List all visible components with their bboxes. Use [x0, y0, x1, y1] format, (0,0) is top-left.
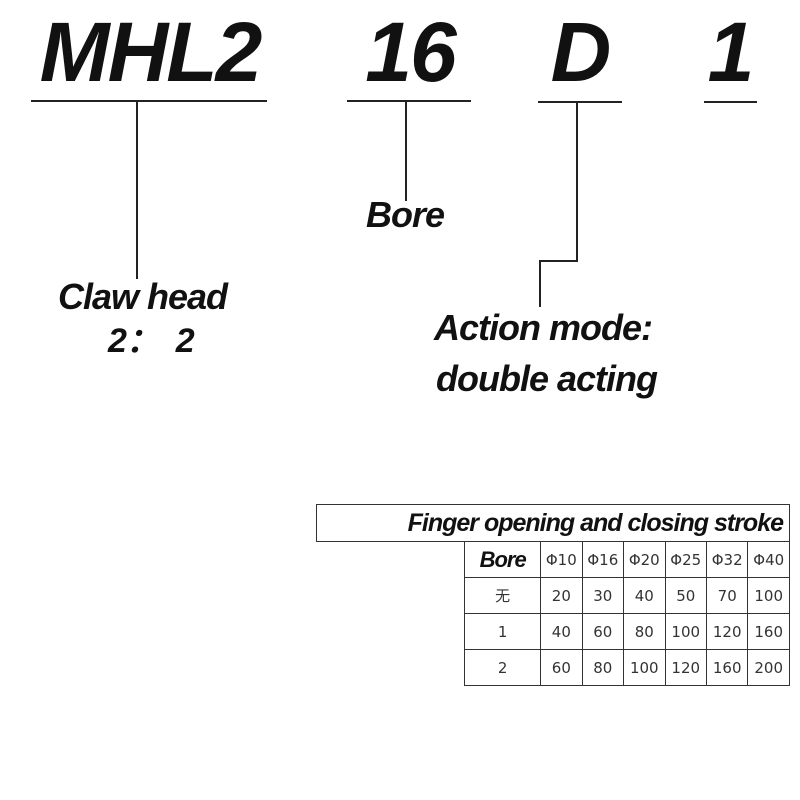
stroke-table: Finger opening and closing stroke Bore Φ…	[316, 504, 790, 686]
table-row: 无 20 30 40 50 70 100	[317, 577, 790, 614]
claw-head-value: 2： 2	[108, 322, 195, 360]
stroke-underline	[704, 101, 757, 103]
action-underline	[538, 101, 622, 103]
table-row: 1 40 60 80 100 120 160	[317, 613, 790, 650]
table-cell: 20	[540, 577, 583, 614]
code-bore: 16	[365, 5, 456, 99]
code-action: D	[550, 5, 612, 99]
action-mode-value: double acting	[436, 358, 658, 399]
table-row-label: 2	[464, 649, 542, 686]
table-cell: 30	[581, 577, 625, 614]
table-cell: 80	[623, 613, 666, 650]
stroke-table-title: Finger opening and closing stroke	[316, 504, 790, 542]
code-stroke: 1	[707, 5, 755, 99]
table-cell: 80	[581, 649, 625, 686]
table-col-header: Φ32	[705, 541, 749, 578]
table-cell: 40	[540, 613, 583, 650]
action-leader-horizontal	[539, 260, 578, 262]
table-cell: 100	[623, 649, 666, 686]
table-cell: 70	[705, 577, 749, 614]
table-cell: 200	[747, 649, 790, 686]
table-spacer	[317, 614, 465, 650]
table-cell: 100	[747, 577, 790, 614]
table-spacer	[317, 650, 465, 686]
table-row-label: 无	[464, 577, 542, 614]
table-row-label: 1	[464, 613, 542, 650]
table-cell: 120	[664, 649, 707, 686]
table-spacer	[317, 578, 465, 614]
table-col-header: Φ20	[623, 541, 666, 578]
table-col-header: Φ40	[747, 541, 790, 578]
table-col-header: Φ25	[664, 541, 707, 578]
table-cell: 100	[664, 613, 707, 650]
table-cell: 40	[623, 577, 666, 614]
action-leader-lower	[539, 260, 541, 307]
table-spacer	[317, 542, 465, 578]
table-cell: 60	[540, 649, 583, 686]
table-cell: 120	[705, 613, 749, 650]
table-cell: 50	[664, 577, 707, 614]
bore-leader	[405, 101, 407, 201]
table-cell: 160	[747, 613, 790, 650]
claw-head-label: Claw head	[58, 276, 228, 317]
table-col-header: Φ16	[581, 541, 625, 578]
claw-head-leader	[136, 101, 138, 279]
bore-label: Bore	[366, 194, 445, 235]
bore-underline	[347, 100, 471, 102]
table-bore-header: Bore	[464, 541, 542, 578]
series-underline	[31, 100, 267, 102]
table-cell: 60	[581, 613, 625, 650]
code-series: MHL2	[39, 5, 263, 99]
table-col-header: Φ10	[540, 541, 583, 578]
action-leader-upper	[576, 102, 578, 262]
action-mode-label: Action mode:	[434, 307, 653, 348]
table-row: 2 60 80 100 120 160 200	[317, 649, 790, 686]
table-cell: 160	[705, 649, 749, 686]
